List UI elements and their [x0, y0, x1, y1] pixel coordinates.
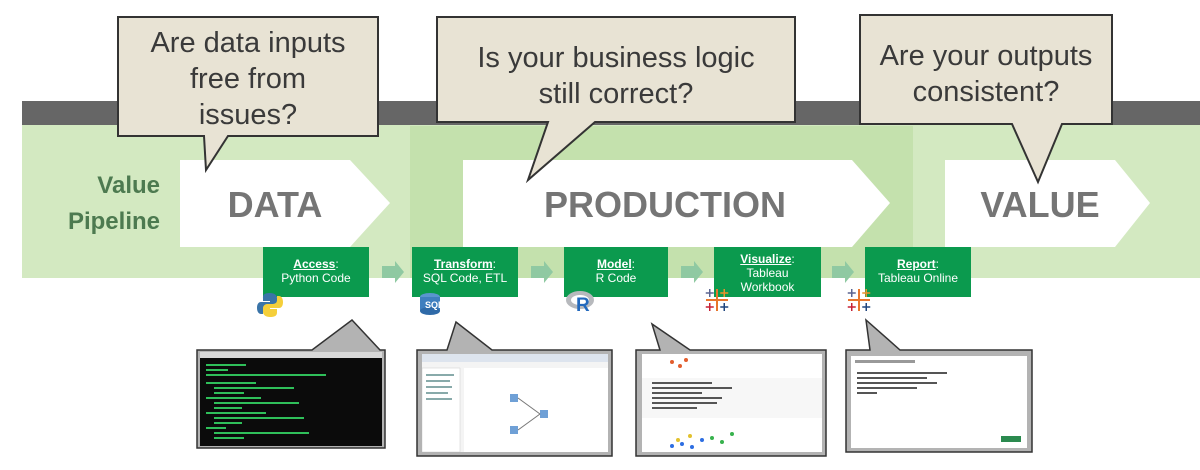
python-icon: [257, 293, 283, 317]
production-stage-arrow: [463, 160, 890, 247]
data-question-line1: Are data inputs: [150, 27, 346, 59]
step-model-title: Model: [596, 257, 632, 271]
step-transform-title: Transform: [433, 257, 493, 271]
data-stage-label: DATA: [227, 184, 323, 225]
data-question-text: Are data inputs free from issues?: [120, 25, 376, 133]
step-report[interactable]: Report: Tableau Online: [865, 247, 971, 297]
svg-text:SQL: SQL: [425, 300, 444, 310]
flow-arrow-2: [531, 261, 553, 283]
flow-arrow-3: [681, 261, 703, 283]
step-report-title: Report: [896, 257, 936, 271]
tableau-online-screenshot: [851, 356, 1027, 448]
python-terminal-screenshot: [200, 352, 382, 446]
value-question-bubble: [859, 14, 1113, 185]
data-question-line3: issues?: [198, 99, 298, 131]
value-question-text: Are your outputs consistent?: [862, 38, 1110, 110]
step-model-desc: R Code: [595, 271, 637, 285]
value-stage-arrow: [945, 160, 1150, 247]
production-stage-label: PRODUCTION: [544, 184, 786, 225]
tableau-icon: [847, 289, 871, 311]
value-pipeline-label: Value Pipeline: [60, 168, 160, 240]
sql-icon: SQL: [420, 293, 444, 315]
value-pipeline-label-line2: Pipeline: [67, 208, 160, 235]
value-question-line1: Are your outputs: [879, 40, 1093, 72]
production-question-line1: Is your business logic: [477, 42, 755, 74]
step-model[interactable]: Model: R Code: [564, 247, 668, 297]
data-stage-arrow: [180, 160, 390, 247]
step-visualize-desc-line1: Tableau: [746, 266, 789, 280]
r-icon: R: [566, 291, 594, 314]
step-access-desc: Python Code: [281, 271, 351, 285]
tableau-icon: [705, 289, 729, 311]
step-access-title: Access: [293, 257, 336, 271]
flow-arrow-4: [832, 261, 854, 283]
step-transform[interactable]: Transform: SQL Code, ETL: [412, 247, 518, 297]
production-question-text: Is your business logic still correct?: [440, 40, 792, 112]
step-transform-desc: SQL Code, ETL: [422, 271, 508, 285]
etl-tool-screenshot: [422, 354, 608, 452]
r-code-screenshot: [642, 354, 822, 452]
svg-text:R: R: [576, 295, 590, 314]
value-pipeline-label-line1: Value: [97, 172, 160, 199]
production-question-line2: still correct?: [538, 78, 694, 110]
data-question-bubble: [117, 16, 379, 174]
value-question-line2: consistent?: [912, 76, 1060, 108]
production-question-bubble: [436, 16, 796, 184]
step-report-desc: Tableau Online: [877, 271, 959, 285]
value-stage-label: VALUE: [980, 184, 1100, 225]
step-access[interactable]: Access: Python Code: [263, 247, 369, 297]
data-question-line2: free from: [189, 63, 307, 95]
step-visualize[interactable]: Visualize: Tableau Workbook: [714, 247, 821, 297]
step-visualize-desc-line2: Workbook: [740, 280, 795, 294]
step-visualize-title: Visualize: [740, 252, 792, 266]
flow-arrow-1: [382, 261, 404, 283]
